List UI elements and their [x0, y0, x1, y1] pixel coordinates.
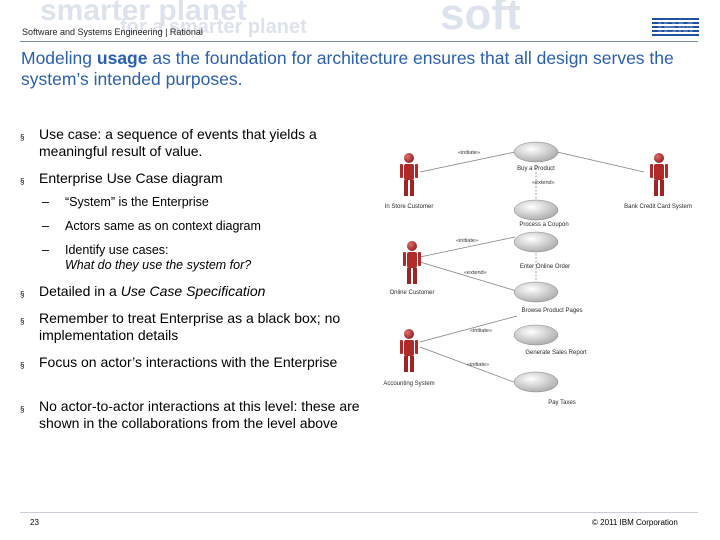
header-rule	[20, 41, 698, 42]
actor-figure-in-store-customer	[400, 153, 418, 196]
header-banner: smarter planet for a smarter planet soft	[0, 0, 720, 44]
use-case-label: Buy a Product	[517, 166, 555, 172]
bullet-text: Detailed in a Use Case Specification	[39, 283, 266, 299]
use-case-diagram: «initiate» «extend» «initiate» «extend» …	[383, 141, 692, 406]
use-case-pay-taxes	[513, 371, 559, 393]
bullet-mark: §	[20, 133, 25, 142]
use-case-label: Pay Taxes	[548, 400, 576, 406]
actor-figure-online-customer	[403, 241, 421, 284]
use-case-enter-online-order	[513, 231, 559, 253]
watermark-text-2: for a smarter planet	[120, 16, 307, 38]
stereotype-label: «extend»	[464, 270, 487, 276]
actor-figure-bank-credit-card-system	[650, 153, 668, 196]
bullet-mark: §	[20, 177, 25, 186]
ibm-logo: IBM	[652, 17, 699, 38]
bullet-mark: §	[20, 290, 25, 299]
use-case-process-a-coupon	[513, 199, 559, 221]
bullet-text: Remember to treat Enterprise as a black …	[39, 310, 341, 343]
subbullet-text: Actors same as on context diagram	[65, 219, 261, 233]
stereotype-label: «initiate»	[456, 238, 478, 244]
subbullet-text: “System” is the Enterprise	[65, 195, 209, 209]
bullet-text: Use case: a sequence of events that yiel…	[39, 126, 317, 159]
stereotype-label: «initiate»	[470, 328, 492, 334]
stereotype-label: «initiate»	[458, 150, 480, 156]
use-case-label: Browse Product Pages	[521, 308, 582, 314]
use-case-generate-sales-report	[513, 324, 559, 346]
watermark-text-3: soft	[440, 0, 521, 39]
use-case-buy-a-product	[513, 141, 559, 163]
actor-label: In Store Customer	[385, 204, 434, 210]
use-case-label: Generate Sales Report	[525, 350, 587, 356]
stereotype-label: «initiate»	[467, 362, 489, 368]
actor-label: Bank Credit Card System	[624, 204, 692, 210]
watermark-text-1: smarter planet	[40, 0, 247, 27]
use-case-label: Enter Online Order	[520, 264, 570, 270]
use-case-ellipses	[513, 141, 559, 393]
actor-label: Online Customer	[389, 290, 434, 296]
footer-rule	[20, 512, 698, 513]
ibm-logo-text: IBM	[657, 17, 694, 38]
copyright-notice: © 2011 IBM Corporation	[592, 518, 678, 527]
bullet-text: Enterprise Use Case diagram	[39, 170, 223, 186]
title-emphasis: usage	[96, 48, 148, 68]
stereotype-label: «extend»	[532, 180, 555, 186]
bullet-text: Focus on actor’s interactions with the E…	[39, 354, 338, 370]
page-number: 23	[30, 518, 39, 527]
slide-title: Modeling usage as the foundation for arc…	[21, 48, 674, 89]
actor-figure-accounting-system	[400, 329, 418, 372]
bullet-mark: §	[20, 361, 25, 370]
bullet-text: No actor-to-actor interactions at this l…	[39, 398, 360, 431]
actor-label: Accounting System	[383, 381, 434, 387]
bullet-mark: §	[20, 317, 25, 326]
subbullet-text: Identify use cases:What do they use the …	[65, 243, 252, 272]
header-title: Software and Systems Engineering | Ratio…	[22, 27, 203, 37]
association-lines	[419, 151, 645, 388]
use-case-browse-product-pages	[513, 281, 559, 303]
bullet-mark: §	[20, 405, 25, 414]
use-case-label: Process a Coupon	[519, 222, 568, 228]
